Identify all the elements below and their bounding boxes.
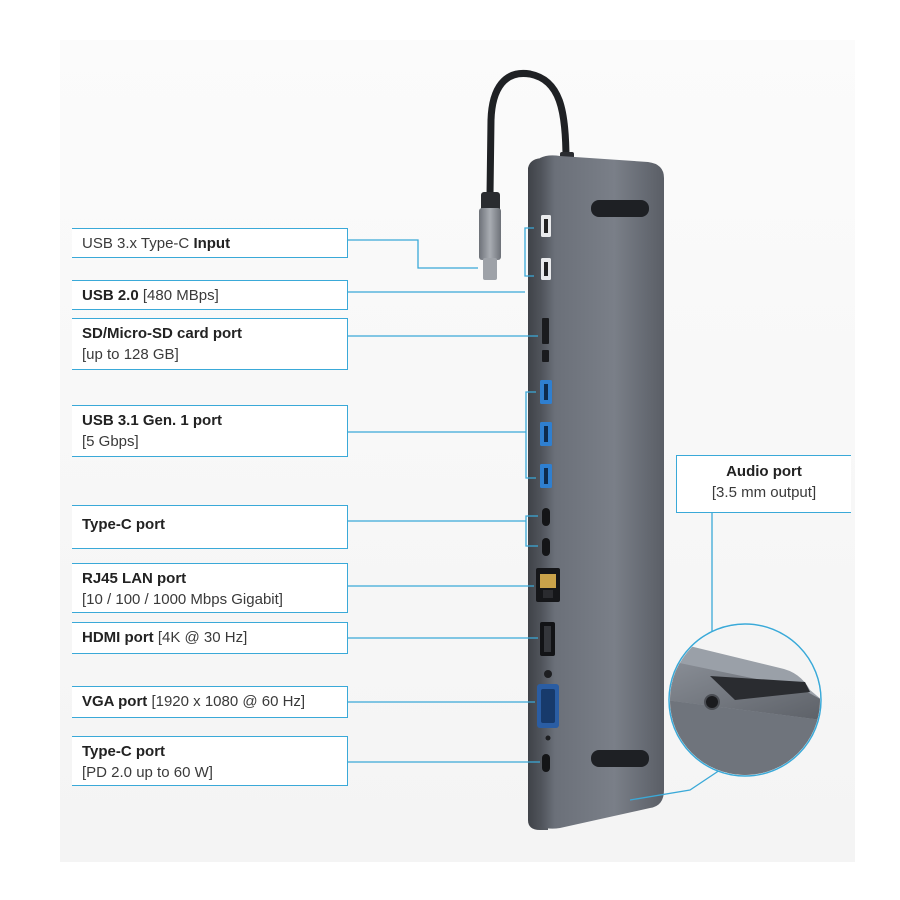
label-audio-light: [3.5 mm output]: [711, 484, 817, 501]
label-audio-bold: Audio port: [726, 463, 802, 480]
label-rj45-light: [10 / 100 / 1000 Mbps Gigabit]: [82, 591, 283, 608]
label-usb-c-input-bold: Input: [193, 235, 231, 252]
label-vga-light: [1920 x 1080 @ 60 Hz]: [147, 693, 306, 710]
usb-c-cable: [486, 69, 570, 199]
label-type-c-pd-light: [PD 2.0 up to 60 W]: [82, 764, 213, 781]
label-rj45-bold: RJ45 LAN port: [82, 570, 187, 587]
audio-zoom-inset: [668, 623, 822, 777]
label-hdmi-light: [4K @ 30 Hz]: [153, 629, 248, 646]
device-body: [540, 155, 664, 829]
label-type-c-bold: Type-C port: [82, 516, 166, 533]
label-usb31-light: [5 Gbps]: [82, 433, 139, 450]
usb-c-plug: [479, 208, 501, 260]
label-usb-c-input: USB 3.x Type-C Input: [72, 228, 348, 258]
usb-c-plug-collar: [481, 192, 500, 212]
type-c-port: [542, 508, 550, 526]
label-rj45: RJ45 LAN port [10 / 100 / 1000 Mbps Giga…: [72, 563, 348, 613]
label-vga: VGA port [1920 x 1080 @ 60 Hz]: [72, 686, 348, 718]
usb-c-plug-tip: [483, 258, 497, 280]
label-vga-bold: VGA port: [82, 693, 148, 710]
label-type-c-pd-bold: Type-C port: [82, 743, 166, 760]
label-audio: Audio port [3.5 mm output]: [676, 455, 851, 513]
label-usb31: USB 3.1 Gen. 1 port [5 Gbps]: [72, 405, 348, 457]
type-c-pd-port: [542, 754, 550, 772]
label-hdmi: HDMI port [4K @ 30 Hz]: [72, 622, 348, 654]
label-sd-card: SD/Micro-SD card port [up to 128 GB]: [72, 318, 348, 370]
label-usb20-light: [480 MBps]: [138, 287, 219, 304]
led-indicator: [544, 670, 552, 678]
label-sd-card-bold: SD/Micro-SD card port: [82, 325, 243, 342]
label-type-c-pd: Type-C port [PD 2.0 up to 60 W]: [72, 736, 348, 786]
callout-lines: [348, 227, 721, 801]
label-usb20: USB 2.0 [480 MBps]: [72, 280, 348, 310]
type-c-port: [542, 538, 550, 556]
label-usb20-bold: USB 2.0: [82, 287, 139, 304]
microsd-slot: [542, 350, 549, 362]
label-usb31-bold: USB 3.1 Gen. 1 port: [82, 412, 223, 429]
label-type-c: Type-C port: [72, 505, 348, 549]
sd-slot: [542, 318, 549, 344]
rubber-foot-top: [591, 200, 649, 217]
audio-jack: [704, 694, 720, 710]
label-usb-c-input-light: USB 3.x Type-C: [82, 235, 194, 252]
label-sd-card-light: [up to 128 GB]: [82, 346, 179, 363]
label-hdmi-bold: HDMI port: [82, 629, 154, 646]
rubber-foot-bottom: [591, 750, 649, 767]
